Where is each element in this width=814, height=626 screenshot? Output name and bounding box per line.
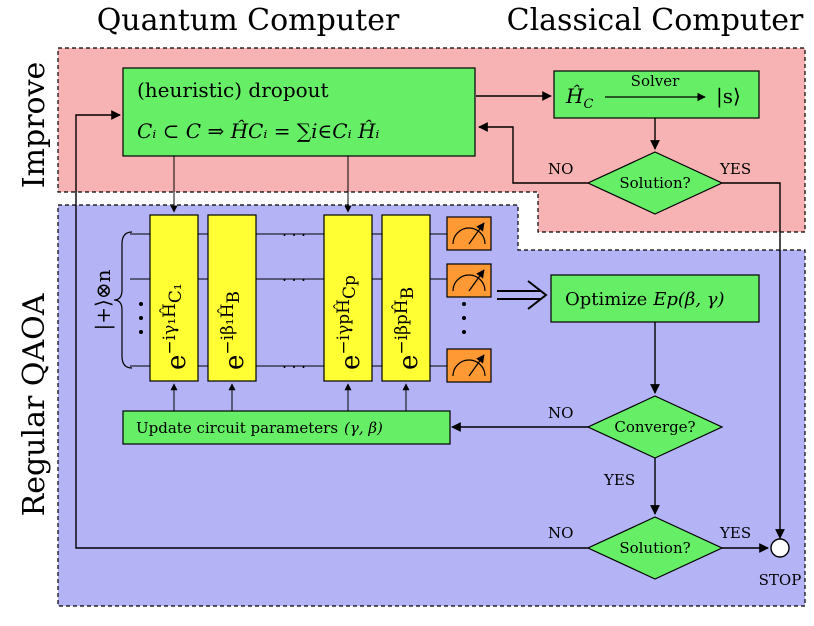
svg-text:· · ·: · · · [282,226,306,244]
solver-label: Solver [631,72,680,90]
gate-gamma-p: e−iγpĤCp [323,214,373,382]
update-label: Update circuit parameters(γ, β) [136,419,383,437]
double-arrow [497,280,548,310]
meter-icon [446,263,492,298]
svg-text:Solution?: Solution? [619,174,690,192]
solution-decision-top [586,151,724,215]
svg-text:e−iγ₁ĤC₁: e−iγ₁ĤC₁ [159,283,192,370]
gate-beta-1: e−iβ₁ĤB [207,214,257,382]
quantum-computer-header: Quantum Computer [97,3,400,38]
regular-qaoa-label: Regular QAOA [17,293,52,516]
svg-text:Converge?: Converge? [614,418,695,436]
solution-decision-bottom [586,516,724,580]
svg-text:e−iγpĤCp: e−iγpĤCp [333,275,366,370]
no-label-converge: NO [548,404,573,422]
yes-label-top: YES [719,160,751,178]
svg-text:e−iβpĤB: e−iβpĤB [391,287,424,370]
solver-state: |s⟩ [716,84,741,109]
no-label-top: NO [548,160,573,178]
dropout-title: (heuristic) dropout [137,78,329,102]
initial-state-label: |+⟩⊗n [91,269,116,330]
meter-icon [446,216,492,251]
yes-label-converge: YES [603,471,635,489]
svg-text:e−iβ₁ĤB: e−iβ₁ĤB [217,291,250,370]
classical-computer-header: Classical Computer [507,3,804,38]
stop-node [770,538,790,558]
svg-text:· · ·: · · · [282,271,306,289]
dropout-box [122,67,476,157]
dropout-formula: Cᵢ ⊂ C ⇒ ĤCᵢ = ∑i∈Cᵢ Ĥᵢ [137,119,379,143]
gate-beta-p: e−iβpĤB [381,214,431,382]
optimize-box [550,274,760,323]
qubit-brace [113,231,133,369]
stop-label: STOP [759,571,802,589]
svg-text:· · ·: · · · [282,358,306,376]
update-parameters-box [122,410,451,445]
wire-ellipses: · · · · · · · · · [282,226,306,376]
measurement-meters [446,216,492,383]
solver-hamiltonian: ĤC [565,84,593,112]
solver-box [553,70,760,119]
improve-label: Improve [17,62,52,189]
gate-gamma-1: e−iγ₁ĤC₁ [149,214,199,382]
vertical-dots [139,302,466,334]
no-label-bottom: NO [548,524,573,542]
svg-text:Solution?: Solution? [619,539,690,557]
yes-label-bottom: YES [719,524,751,542]
meter-icon [446,348,492,383]
